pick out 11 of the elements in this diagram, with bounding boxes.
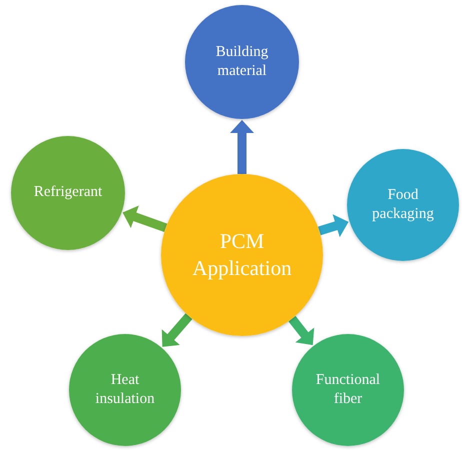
block-arrow: [162, 313, 192, 347]
node-label: Food packaging: [371, 186, 435, 224]
block-arrow: [230, 120, 254, 174]
node-label: Functional fiber: [314, 370, 382, 409]
node-label: Heat insulation: [94, 370, 156, 409]
block-arrow: [288, 316, 314, 346]
node-label: Refrigerant: [34, 183, 102, 202]
node-label: PCM Application: [191, 228, 293, 282]
block-arrow: [318, 214, 349, 238]
node-label: Building material: [214, 42, 270, 81]
block-arrow: [122, 206, 168, 232]
